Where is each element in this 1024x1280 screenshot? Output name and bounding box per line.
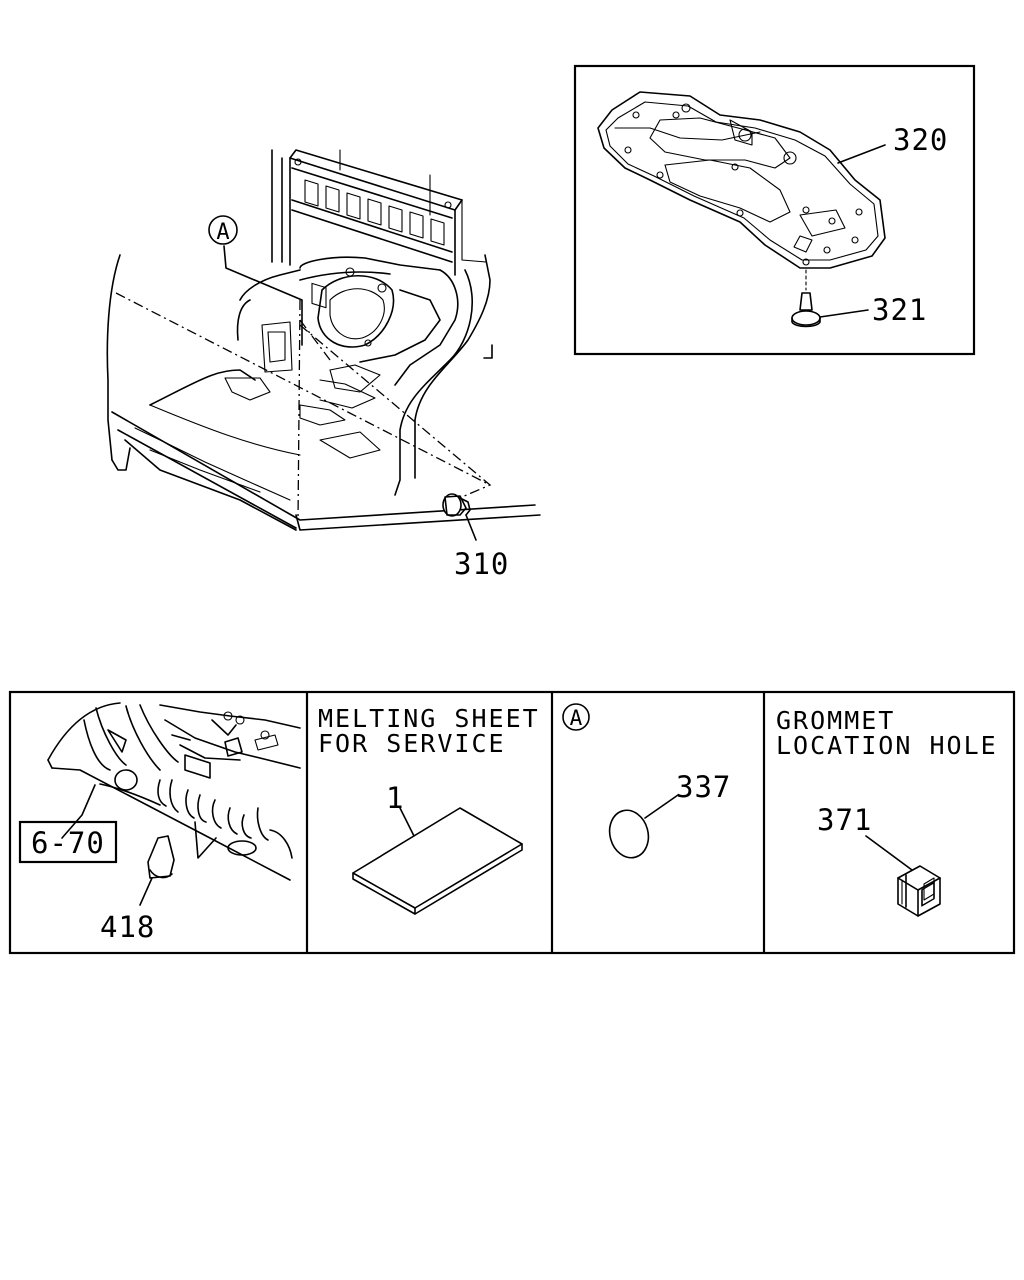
heat-shield-320-drawing bbox=[597, 91, 886, 291]
detail-cell-a: A 337 bbox=[562, 703, 731, 859]
ref-marker-a: A bbox=[208, 215, 238, 245]
callout-337: 337 bbox=[676, 770, 731, 804]
floor-assembly-drawing bbox=[106, 149, 541, 531]
callout-320: 320 bbox=[893, 123, 948, 157]
callout-1: 1 bbox=[386, 781, 404, 815]
bolt-310-icon bbox=[442, 493, 477, 541]
detail-a-marker: A bbox=[570, 706, 583, 730]
grommet-371-icon bbox=[897, 865, 941, 917]
callout-321: 321 bbox=[872, 293, 927, 327]
inset-box-heat-shield bbox=[573, 64, 976, 356]
ref-box-6-70: 6-70 bbox=[18, 820, 118, 864]
detail-cell-melting-sheet: MELTING SHEET FOR SERVICE 1 bbox=[318, 704, 540, 915]
ref-6-70-label: 6-70 bbox=[31, 826, 105, 860]
grommet-line1: GROMMET bbox=[776, 706, 895, 735]
rear-panel-slots bbox=[311, 282, 327, 309]
clip-321-icon bbox=[791, 292, 869, 328]
grommet-line2: LOCATION HOLE bbox=[776, 731, 998, 760]
detail-table bbox=[8, 690, 1016, 955]
melting-sheet-line1: MELTING SHEET bbox=[318, 704, 540, 733]
melting-sheet-line2: FOR SERVICE bbox=[318, 729, 506, 758]
ref-marker-a-label: A bbox=[216, 220, 229, 245]
callout-418: 418 bbox=[100, 910, 155, 944]
callout-310: 310 bbox=[454, 547, 509, 581]
detail-cell-grommet: GROMMET LOCATION HOLE 371 bbox=[776, 706, 998, 871]
callout-371: 371 bbox=[817, 803, 872, 837]
detail-cell-floor-pad bbox=[47, 702, 301, 906]
